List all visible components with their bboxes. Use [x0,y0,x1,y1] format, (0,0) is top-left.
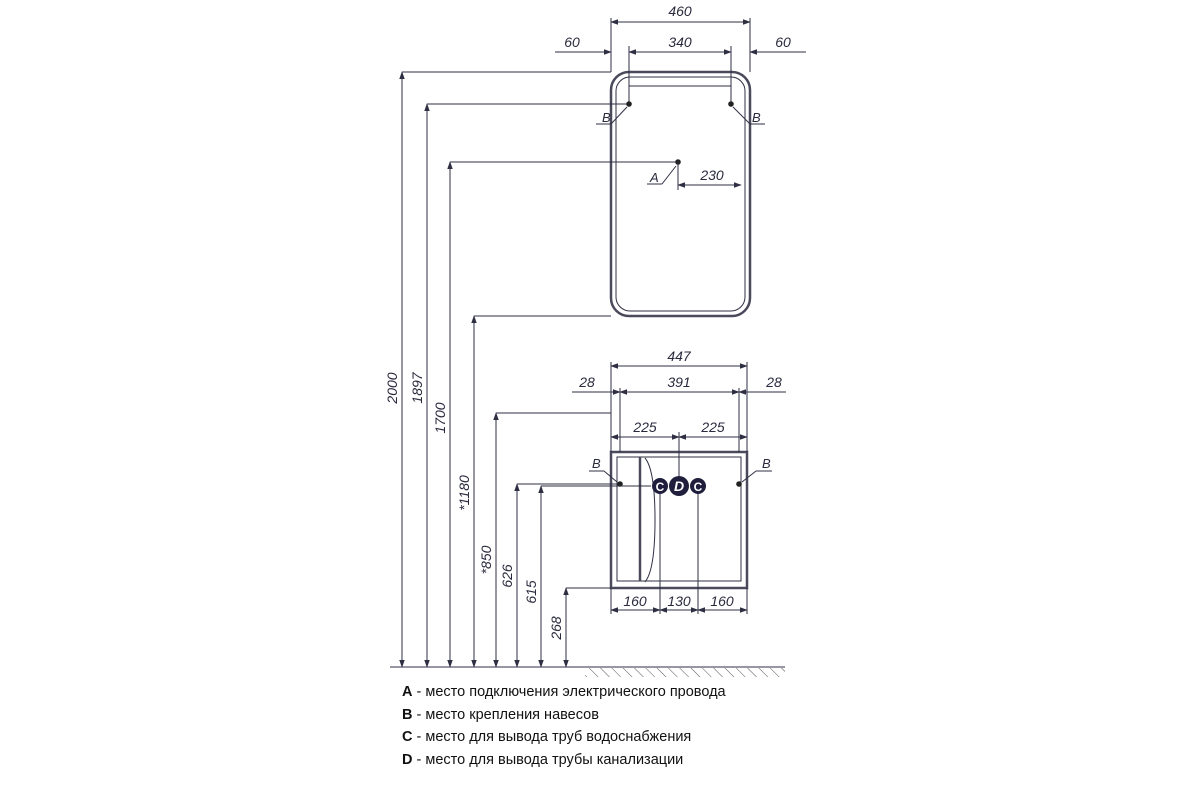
cabinet-width-inner: 391 [667,374,690,390]
legend-item-c: C - место для вывода труб водоснабжения [402,729,692,745]
mirror-side-left: 60 [564,34,580,50]
cabinet-c-left-label: C [656,480,665,494]
cabinet-bottom-mid: 130 [667,593,691,609]
height-626: 626 [499,564,515,588]
mirror-b-right-label: B [752,110,761,125]
cabinet-points: B B C D C [589,456,772,496]
height-1700: 1700 [432,402,448,433]
legend-item-d: D - место для вывода трубы канализации [402,751,684,768]
cabinet-half-left: 225 [632,419,657,435]
point-c-left-badge [652,478,668,494]
cabinet-d-label: D [674,478,684,494]
cabinet-width-total: 447 [667,348,692,364]
mirror-side-right: 60 [775,34,791,50]
cabinet-point-b-left-dot [617,481,623,487]
mirror-width-total: 460 [668,3,692,19]
cabinet-bottom-left: 160 [623,593,647,609]
mirror-outline [609,70,752,318]
cabinet-point-b-right-dot [736,481,742,487]
point-b-left-dot [626,101,632,107]
legend-item-b: B - место крепления навесов [402,706,599,723]
cabinet-width-dims: 447 391 28 28 225 225 [572,348,786,486]
cabinet-bottom-right: 160 [710,593,734,609]
height-2000: 2000 [384,372,400,404]
cabinet-bottom-dims: 160 130 160 [610,494,748,614]
mirror-b-left-label: B [602,110,611,125]
height-850: *850 [478,545,494,574]
cabinet-half-right: 225 [700,419,725,435]
height-1897: 1897 [409,371,425,403]
point-b-right-dot [728,101,734,107]
cabinet-side-left: 28 [578,374,595,390]
point-c-right-badge [690,478,706,494]
cabinet-side-right: 28 [765,374,782,390]
cabinet-c-right-label: C [694,480,703,494]
point-d-badge [669,476,689,496]
legend: A - место подключения электрического про… [402,681,726,771]
cabinet-b-left-label: B [592,456,601,471]
mirror-width-inner: 340 [668,34,692,50]
mirror-width-dims: 460 340 60 60 [555,3,806,100]
height-1180: *1180 [456,475,472,511]
height-615: 615 [523,580,539,604]
cabinet-outline [609,450,749,590]
mirror-a-label: A [649,170,659,185]
height-268: 268 [548,616,564,641]
cabinet-b-right-label: B [762,456,771,471]
height-dims: 2000 1897 1700 *1180 *850 626 615 268 [384,71,676,668]
legend-item-a: A - место подключения электрического про… [402,684,726,700]
floor-line [390,666,785,677]
mirror-dim-a: 230 [699,167,724,183]
mirror-points: B B A 230 [596,101,765,190]
